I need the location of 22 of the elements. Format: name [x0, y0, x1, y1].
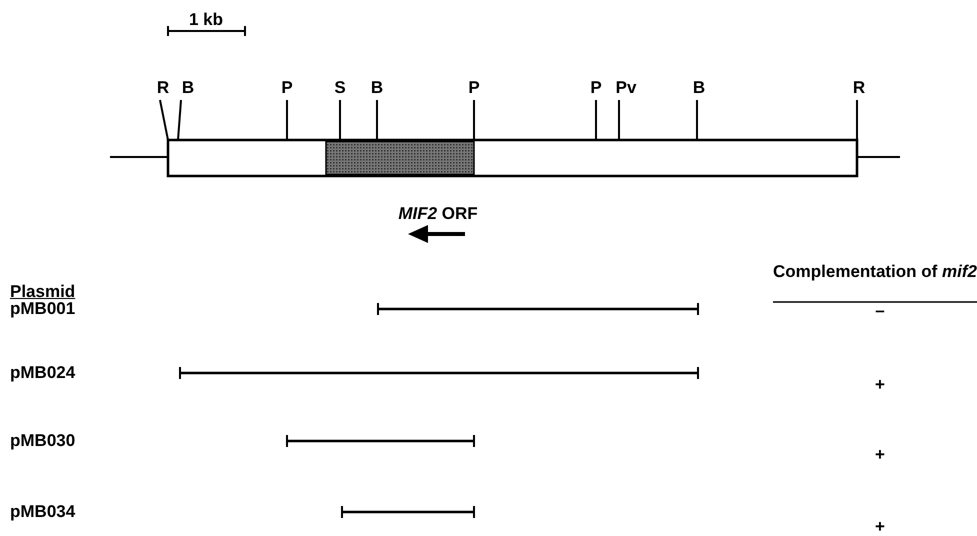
column-heading: Plasmid	[10, 282, 76, 302]
complementation-result: –	[875, 301, 885, 321]
site-label: Pv	[616, 78, 636, 98]
site-label: P	[468, 78, 480, 98]
plasmid-name: pMB030	[10, 431, 76, 451]
complementation-result: +	[875, 375, 885, 395]
site-label: S	[334, 78, 346, 98]
site-label: P	[281, 78, 293, 98]
site-label: B	[370, 78, 384, 98]
column-heading: Complementation of mif2	[772, 261, 977, 283]
scale-label: 1 kb	[188, 10, 224, 30]
site-label: P	[590, 78, 602, 98]
site-label: R	[156, 78, 170, 98]
site-label: B	[182, 78, 194, 98]
plasmid-name: pMB024	[10, 363, 76, 383]
site-label: R	[852, 78, 866, 98]
complementation-result: +	[875, 517, 885, 536]
orf-label: MIF2 ORF	[398, 204, 478, 224]
complementation-result: +	[875, 445, 885, 465]
plasmid-name: pMB001	[10, 299, 76, 319]
site-label: B	[692, 78, 706, 98]
plasmid-name: pMB034	[10, 502, 76, 522]
